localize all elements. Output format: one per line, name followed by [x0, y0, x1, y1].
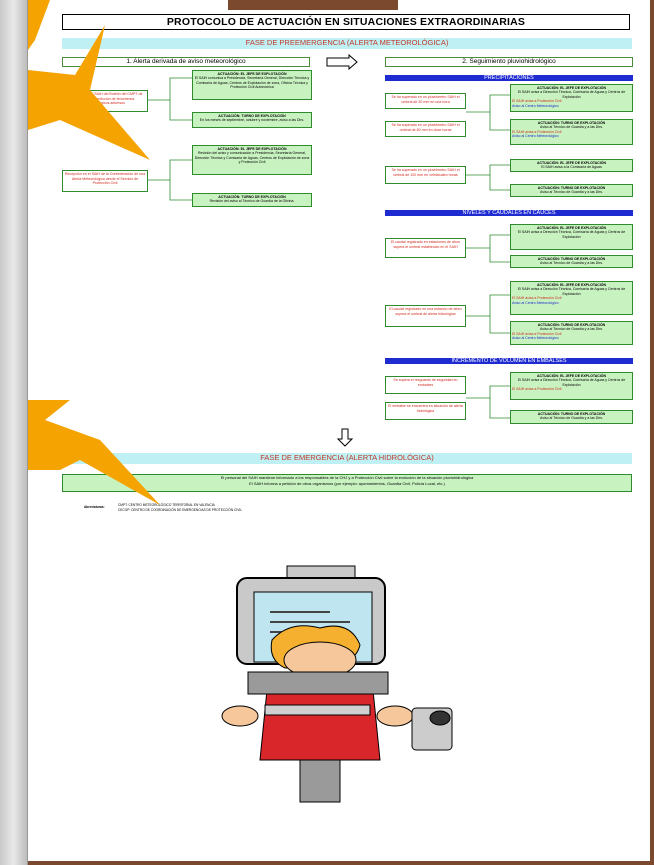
right-section-header: 2. Seguimiento pluviohidrológico — [385, 57, 633, 67]
right-action-8-red: El SAIH avisa a Protección Civil — [512, 331, 562, 336]
right-action-3-heading: ACTUACIÓN: EL JEFE DE EXPLOTACIÓN — [536, 161, 607, 165]
left-action-2-text: En los meses de septiembre, octubre y no… — [199, 118, 305, 123]
right-action-10: ACTUACIÓN: TURNO DE EXPLOTACIÓN Aviso al… — [510, 410, 633, 424]
right-action-1-blue: Aviso al Centro Meteorológico — [512, 103, 559, 108]
right-trigger-5: El caudal registrado en una estación de … — [385, 305, 466, 327]
left-action-4-heading: ACTUACIÓN: TURNO DE EXPLOTACIÓN — [218, 195, 286, 199]
right-action-8-heading: ACTUACIÓN: TURNO DE EXPLOTACIÓN — [537, 323, 606, 327]
document-title: PROTOCOLO DE ACTUACIÓN EN SITUACIONES EX… — [62, 14, 630, 30]
left-trigger-2: Recepción en el SAIH de la Confederación… — [62, 170, 148, 192]
right-action-1-text: El SAIH avisa a Dirección Técnica, Comis… — [517, 90, 626, 99]
right-action-8-blue: Aviso al Centro Meteorológico — [512, 336, 559, 341]
left-action-1-text: El SAIH comunica a Presidencia, Secretar… — [194, 76, 310, 90]
preemergency-bar: FASE DE PREEMERGENCIA (ALERTA METEOROLÓG… — [62, 38, 632, 49]
footnote-1: CMPT: CENTRO METEOROLÓGICO TERRITORIAL E… — [118, 503, 215, 507]
right-action-7-red: El SAIH avisa a Protección Civil — [512, 296, 562, 301]
right-action-1: ACTUACIÓN: EL JEFE DE EXPLOTACIÓN El SAI… — [510, 84, 633, 112]
left-action-4: ACTUACIÓN: TURNO DE EXPLOTACIÓN Revisión… — [192, 193, 312, 207]
footnote-2: CECOP: CENTRO DE COORDINACIÓN DE EMERGEN… — [118, 508, 242, 512]
right-action-2-blue: Aviso al Centro Meteorológico — [512, 134, 559, 139]
bottom-line-2: El SAIH informa a petición de otros orga… — [249, 481, 445, 486]
left-action-4-text: Revisión del aviso al Técnico de Guardia… — [209, 199, 295, 204]
right-action-6: ACTUACIÓN: TURNO DE EXPLOTACIÓN Aviso al… — [510, 255, 633, 268]
right-trigger-7: El embalse se encuentra en situación de … — [385, 402, 466, 420]
right-action-8: ACTUACIÓN: TURNO DE EXPLOTACIÓN Aviso al… — [510, 321, 633, 345]
left-action-3-heading: ACTUACIÓN: EL JEFE DE EXPLOTACIÓN — [217, 147, 287, 151]
right-action-2-text: Aviso al Técnico de Guardia y a las Dirs… — [540, 125, 603, 130]
right-action-7: ACTUACIÓN: EL JEFE DE EXPLOTACIÓN El SAI… — [510, 281, 633, 315]
right-trigger-4: El caudal registrado en estaciones de af… — [385, 238, 466, 258]
right-action-6-heading: ACTUACIÓN: TURNO DE EXPLOTACIÓN — [537, 257, 606, 261]
right-action-6-text: Aviso al Técnico de Guardia y a las Dirs… — [540, 261, 603, 266]
right-action-7-heading: ACTUACIÓN: EL JEFE DE EXPLOTACIÓN — [536, 283, 607, 287]
right-action-9-text: El SAIH avisa a Dirección Técnica, Comis… — [517, 378, 626, 387]
left-action-1: ACTUACIÓN: EL JEFE DE EXPLOTACIÓN El SAI… — [192, 70, 312, 100]
left-action-2: ACTUACIÓN: TURNO DE EXPLOTACIÓN En los m… — [192, 112, 312, 128]
right-action-5-text: El SAIH avisa a Dirección Técnica, Comis… — [517, 230, 626, 239]
footnote-label: Abreviaturas: — [84, 505, 105, 509]
right-action-3: ACTUACIÓN: EL JEFE DE EXPLOTACIÓN El SAI… — [510, 159, 633, 172]
left-sidebar — [0, 0, 28, 865]
right-action-5-heading: ACTUACIÓN: EL JEFE DE EXPLOTACIÓN — [536, 226, 607, 230]
right-action-4-heading: ACTUACIÓN: TURNO DE EXPLOTACIÓN — [537, 186, 606, 190]
precipitaciones-bar: PRECIPITACIONES — [385, 75, 633, 81]
right-trigger-1: Se ha superado en un pluviómetro SAIH el… — [385, 93, 466, 109]
top-tab — [228, 0, 398, 10]
left-action-3: ACTUACIÓN: EL JEFE DE EXPLOTACIÓN Revisi… — [192, 145, 312, 175]
right-action-3-text: El SAIH avisa a la Comisaría de Aguas — [541, 165, 602, 170]
right-action-1-red: El SAIH avisa a Protección Civil — [512, 99, 562, 104]
right-action-9: ACTUACIÓN: EL JEFE DE EXPLOTACIÓN El SAI… — [510, 372, 633, 400]
right-action-8-text: Aviso al Técnico de Guardia y a las Dirs… — [540, 327, 603, 332]
right-action-2-heading: ACTUACIÓN: TURNO DE EXPLOTACIÓN — [537, 121, 606, 125]
right-trigger-6: Se supera el resguardo de seguridad en e… — [385, 376, 466, 394]
right-action-5: ACTUACIÓN: EL JEFE DE EXPLOTACIÓN El SAI… — [510, 224, 633, 250]
left-action-2-heading: ACTUACIÓN: TURNO DE EXPLOTACIÓN — [218, 114, 286, 118]
right-action-4: ACTUACIÓN: TURNO DE EXPLOTACIÓN Aviso al… — [510, 184, 633, 197]
left-action-3-text: Revisión del aviso y comunicación a Pres… — [194, 151, 310, 165]
right-action-1-heading: ACTUACIÓN: EL JEFE DE EXPLOTACIÓN — [536, 86, 607, 90]
right-action-10-heading: ACTUACIÓN: TURNO DE EXPLOTACIÓN — [537, 412, 606, 416]
right-action-10-text: Aviso al Técnico de Guardia y a las Dirs… — [540, 416, 603, 421]
right-trigger-2: Se ha superado en un pluviómetro SAIH el… — [385, 121, 466, 137]
right-action-9-heading: ACTUACIÓN: EL JEFE DE EXPLOTACIÓN — [536, 374, 607, 378]
bottom-line-1: El personal del SAIH mantiene informado … — [220, 475, 474, 480]
right-action-7-blue: Aviso al Centro Meteorológico — [512, 300, 559, 305]
right-action-2: ACTUACIÓN: TURNO DE EXPLOTACIÓN Aviso al… — [510, 119, 633, 145]
left-section-header: 1. Alerta derivada de aviso meteorológic… — [62, 57, 310, 67]
emergency-bar: FASE DE EMERGENCIA (ALERTA HIDROLÓGICA) — [62, 453, 632, 464]
right-action-2-red: El SAIH avisa a Protección Civil — [512, 129, 562, 134]
bottom-info-band: El personal del SAIH mantiene informado … — [62, 474, 632, 492]
right-action-4-text: Aviso al Técnico de Guardia y a las Dirs… — [540, 190, 603, 195]
incremento-bar: INCREMENTO DE VOLUMEN EN EMBALSES — [385, 358, 633, 364]
right-action-7-text: El SAIH avisa a Dirección Técnica, Comis… — [517, 287, 626, 296]
niveles-bar: NIVELES Y CAUDALES EN CAUCES — [385, 210, 633, 216]
left-action-1-heading: ACTUACIÓN: EL JEFE DE EXPLOTACIÓN — [217, 72, 287, 76]
right-trigger-3: Se ha superado en un pluviómetro SAIH el… — [385, 166, 466, 184]
right-action-9-red: El SAIH avisa a Protección Civil — [512, 387, 562, 392]
